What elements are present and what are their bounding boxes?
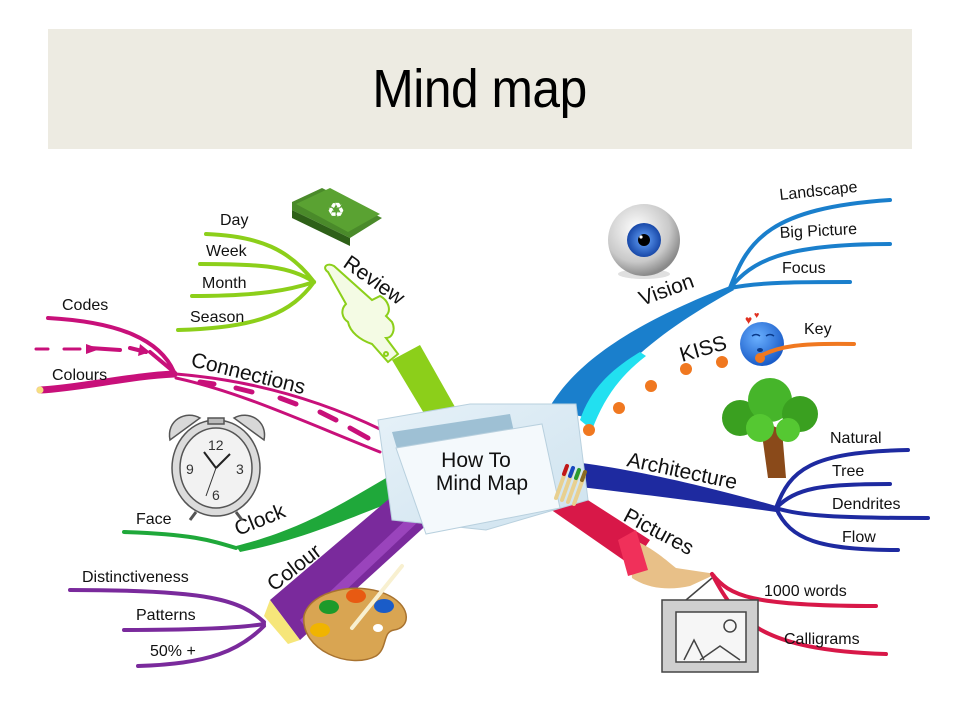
svg-text:♥: ♥: [745, 313, 752, 327]
alarm-clock-icon: 12 3 6 9: [168, 414, 266, 521]
connections-sub-branches: [34, 316, 178, 394]
title-band: Mind map: [48, 29, 912, 149]
leaf-natural: Natural: [830, 430, 882, 447]
central-topic[interactable]: How To Mind Map: [377, 403, 589, 535]
leaf-key: Key: [804, 321, 832, 338]
pictures-sub-branches: [710, 572, 888, 656]
branch-vision[interactable]: Vision Landscape Big Picture Focus: [548, 179, 892, 430]
leaf-1000-words: 1000 words: [764, 583, 847, 600]
leaf-colours: Colours: [52, 367, 107, 384]
leaf-month: Month: [202, 275, 246, 292]
leaf-distinctiveness: Distinctiveness: [82, 569, 189, 586]
pencil-tip-icon: [36, 386, 44, 394]
leaf-face: Face: [136, 511, 172, 528]
recycle-folder-icon: ♻: [292, 188, 382, 246]
vision-highlight: [580, 352, 646, 430]
branch-connections[interactable]: Connections Codes Colours: [34, 297, 384, 454]
kiss-node: [755, 353, 765, 363]
svg-text:6: 6: [212, 487, 220, 503]
vision-sub-branches: [728, 198, 892, 290]
pictures-cuff: [618, 530, 648, 576]
vision-stem: [548, 286, 734, 418]
svg-text:♻: ♻: [327, 200, 345, 222]
leaf-flow: Flow: [842, 529, 876, 546]
center-paper-front: [395, 423, 561, 535]
leaf-day: Day: [220, 212, 248, 229]
clock-stem: [236, 478, 392, 552]
clock-sub-branch: [122, 530, 238, 550]
arrow-head-icon: [138, 344, 150, 356]
leaf-landscape: Landscape: [779, 179, 859, 204]
markers-icon: [554, 464, 587, 506]
svg-text:♥: ♥: [754, 310, 759, 320]
svg-text:12: 12: [208, 437, 224, 453]
arrow-head-icon: [86, 344, 100, 354]
slide-title: Mind map: [372, 59, 588, 119]
architecture-stem: [572, 462, 776, 512]
connections-stem: [174, 372, 384, 454]
center-folder-tab: [392, 414, 514, 452]
picture-frame-icon: [661, 577, 759, 673]
leaf-patterns: Patterns: [136, 607, 196, 624]
review-sub-branches: [176, 232, 316, 332]
crayon-tip-icon: [264, 600, 300, 644]
architecture-sub-branches: [774, 448, 930, 552]
leaf-focus: Focus: [782, 260, 826, 277]
branch-pictures[interactable]: Pictures 1000 words Calligrams: [540, 486, 888, 673]
leaf-fifty-percent: 50% +: [150, 643, 196, 660]
leaf-dendrites: Dendrites: [832, 496, 900, 513]
leaf-tree: Tree: [832, 463, 864, 480]
branch-review[interactable]: ♻ Review Day Week Month Season: [176, 188, 468, 440]
center-title-line2: Mind Map: [436, 472, 528, 495]
branch-colour[interactable]: Colour Distinctiveness Patterns 50% +: [68, 498, 432, 668]
kissing-face-icon: ♥ ♥: [740, 310, 784, 366]
tree-icon: [722, 378, 818, 478]
leaf-big-picture: Big Picture: [779, 221, 857, 242]
pictures-hand: [628, 538, 716, 589]
kiss-sub-branch: [758, 341, 856, 358]
pointing-hand-icon: [324, 263, 400, 364]
svg-text:9: 9: [186, 461, 194, 477]
branch-kiss[interactable]: KISS ♥ ♥ Key: [583, 310, 856, 436]
colour-sub-branches: [68, 588, 266, 668]
kiss-dots: [583, 356, 728, 436]
leaf-week: Week: [206, 243, 248, 260]
leaf-season: Season: [190, 309, 244, 326]
leaf-calligrams: Calligrams: [784, 631, 860, 648]
leaf-codes: Codes: [62, 297, 108, 314]
eyeball-icon: [608, 204, 680, 279]
svg-text:3: 3: [236, 461, 244, 477]
paint-palette-icon: [303, 564, 407, 662]
center-title-line1: How To: [441, 449, 511, 472]
